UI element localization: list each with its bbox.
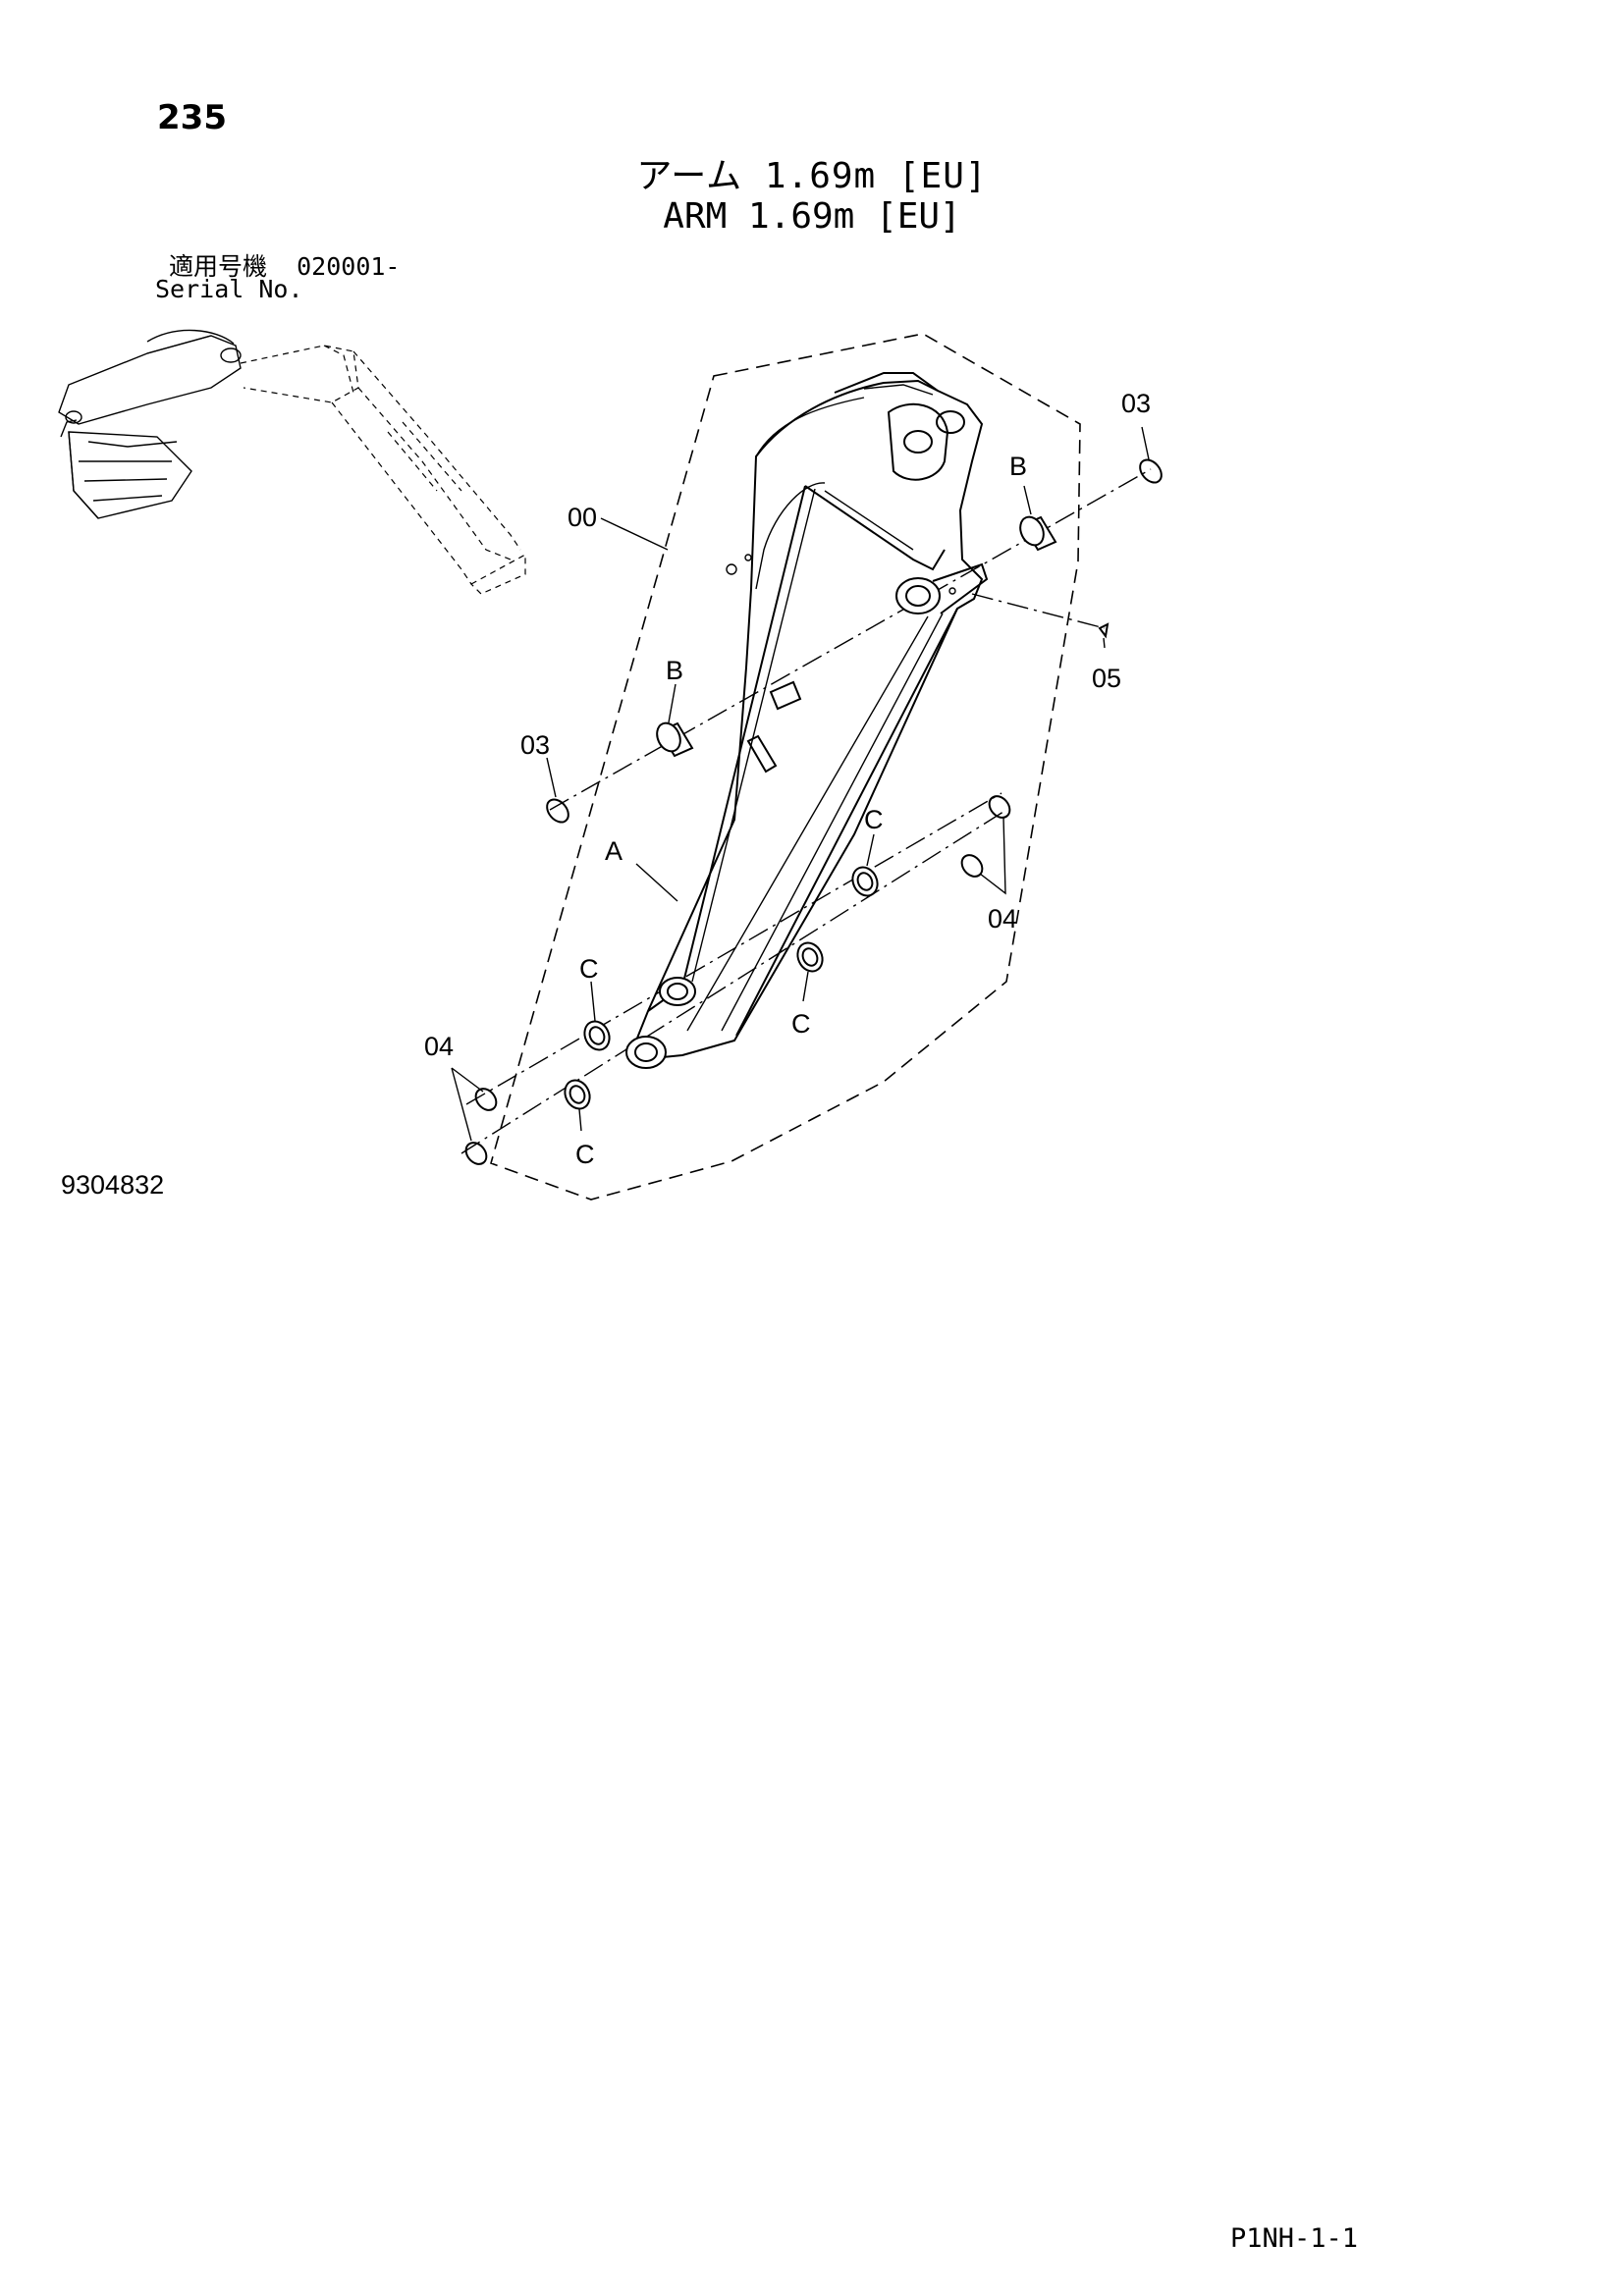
grease-fitting-05 <box>1098 622 1110 639</box>
assembly-outline <box>490 333 1081 1201</box>
pin-centerlines <box>460 468 1152 1154</box>
callout-03-left: 03 <box>520 730 550 760</box>
bushing-c-4 <box>564 1079 591 1110</box>
bushing-c-3 <box>583 1020 611 1051</box>
title-english: ARM 1.69m [EU] <box>663 196 961 237</box>
arm-body <box>625 372 989 1069</box>
callout-c-3: C <box>579 954 599 984</box>
sheet-code: P1NH-1-1 <box>1230 2223 1359 2254</box>
callout-05: 05 <box>1092 664 1121 693</box>
o-ring-03-right <box>1139 458 1163 484</box>
serial-number: 020001- <box>297 252 401 281</box>
bushing-b-left <box>656 721 694 758</box>
o-ring-03-left <box>546 798 569 824</box>
o-ring-04-b <box>960 854 984 878</box>
o-ring-04-a <box>988 795 1011 819</box>
callout-c-4: C <box>575 1140 595 1169</box>
bushing-c-2 <box>796 941 824 973</box>
bushing-c-1 <box>851 866 879 897</box>
serial-label-english: Serial No. <box>155 275 303 303</box>
callout-c-2: C <box>791 1009 811 1039</box>
serial-label-japanese: 適用号機 020001- <box>169 247 400 283</box>
leader-lines <box>451 426 1150 1142</box>
o-ring-04-d <box>464 1142 488 1165</box>
serial-label-jp-text: 適用号機 <box>169 252 268 281</box>
callout-04-left: 04 <box>424 1032 454 1061</box>
callout-a: A <box>605 836 623 866</box>
excavator-thumbnail <box>58 329 526 595</box>
callout-b-top: B <box>1009 452 1027 481</box>
callout-04-right: 04 <box>988 904 1017 934</box>
page-number: 235 <box>157 98 227 137</box>
bushing-b-right <box>1019 515 1057 552</box>
callout-c-1: C <box>864 805 884 834</box>
o-ring-04-c <box>474 1088 498 1111</box>
title-japanese: アーム 1.69m [EU] <box>636 156 988 196</box>
callout-00: 00 <box>568 503 597 532</box>
callout-03-right: 03 <box>1121 389 1151 418</box>
callout-b-left: B <box>666 656 683 685</box>
drawing-id: 9304832 <box>61 1170 165 1200</box>
